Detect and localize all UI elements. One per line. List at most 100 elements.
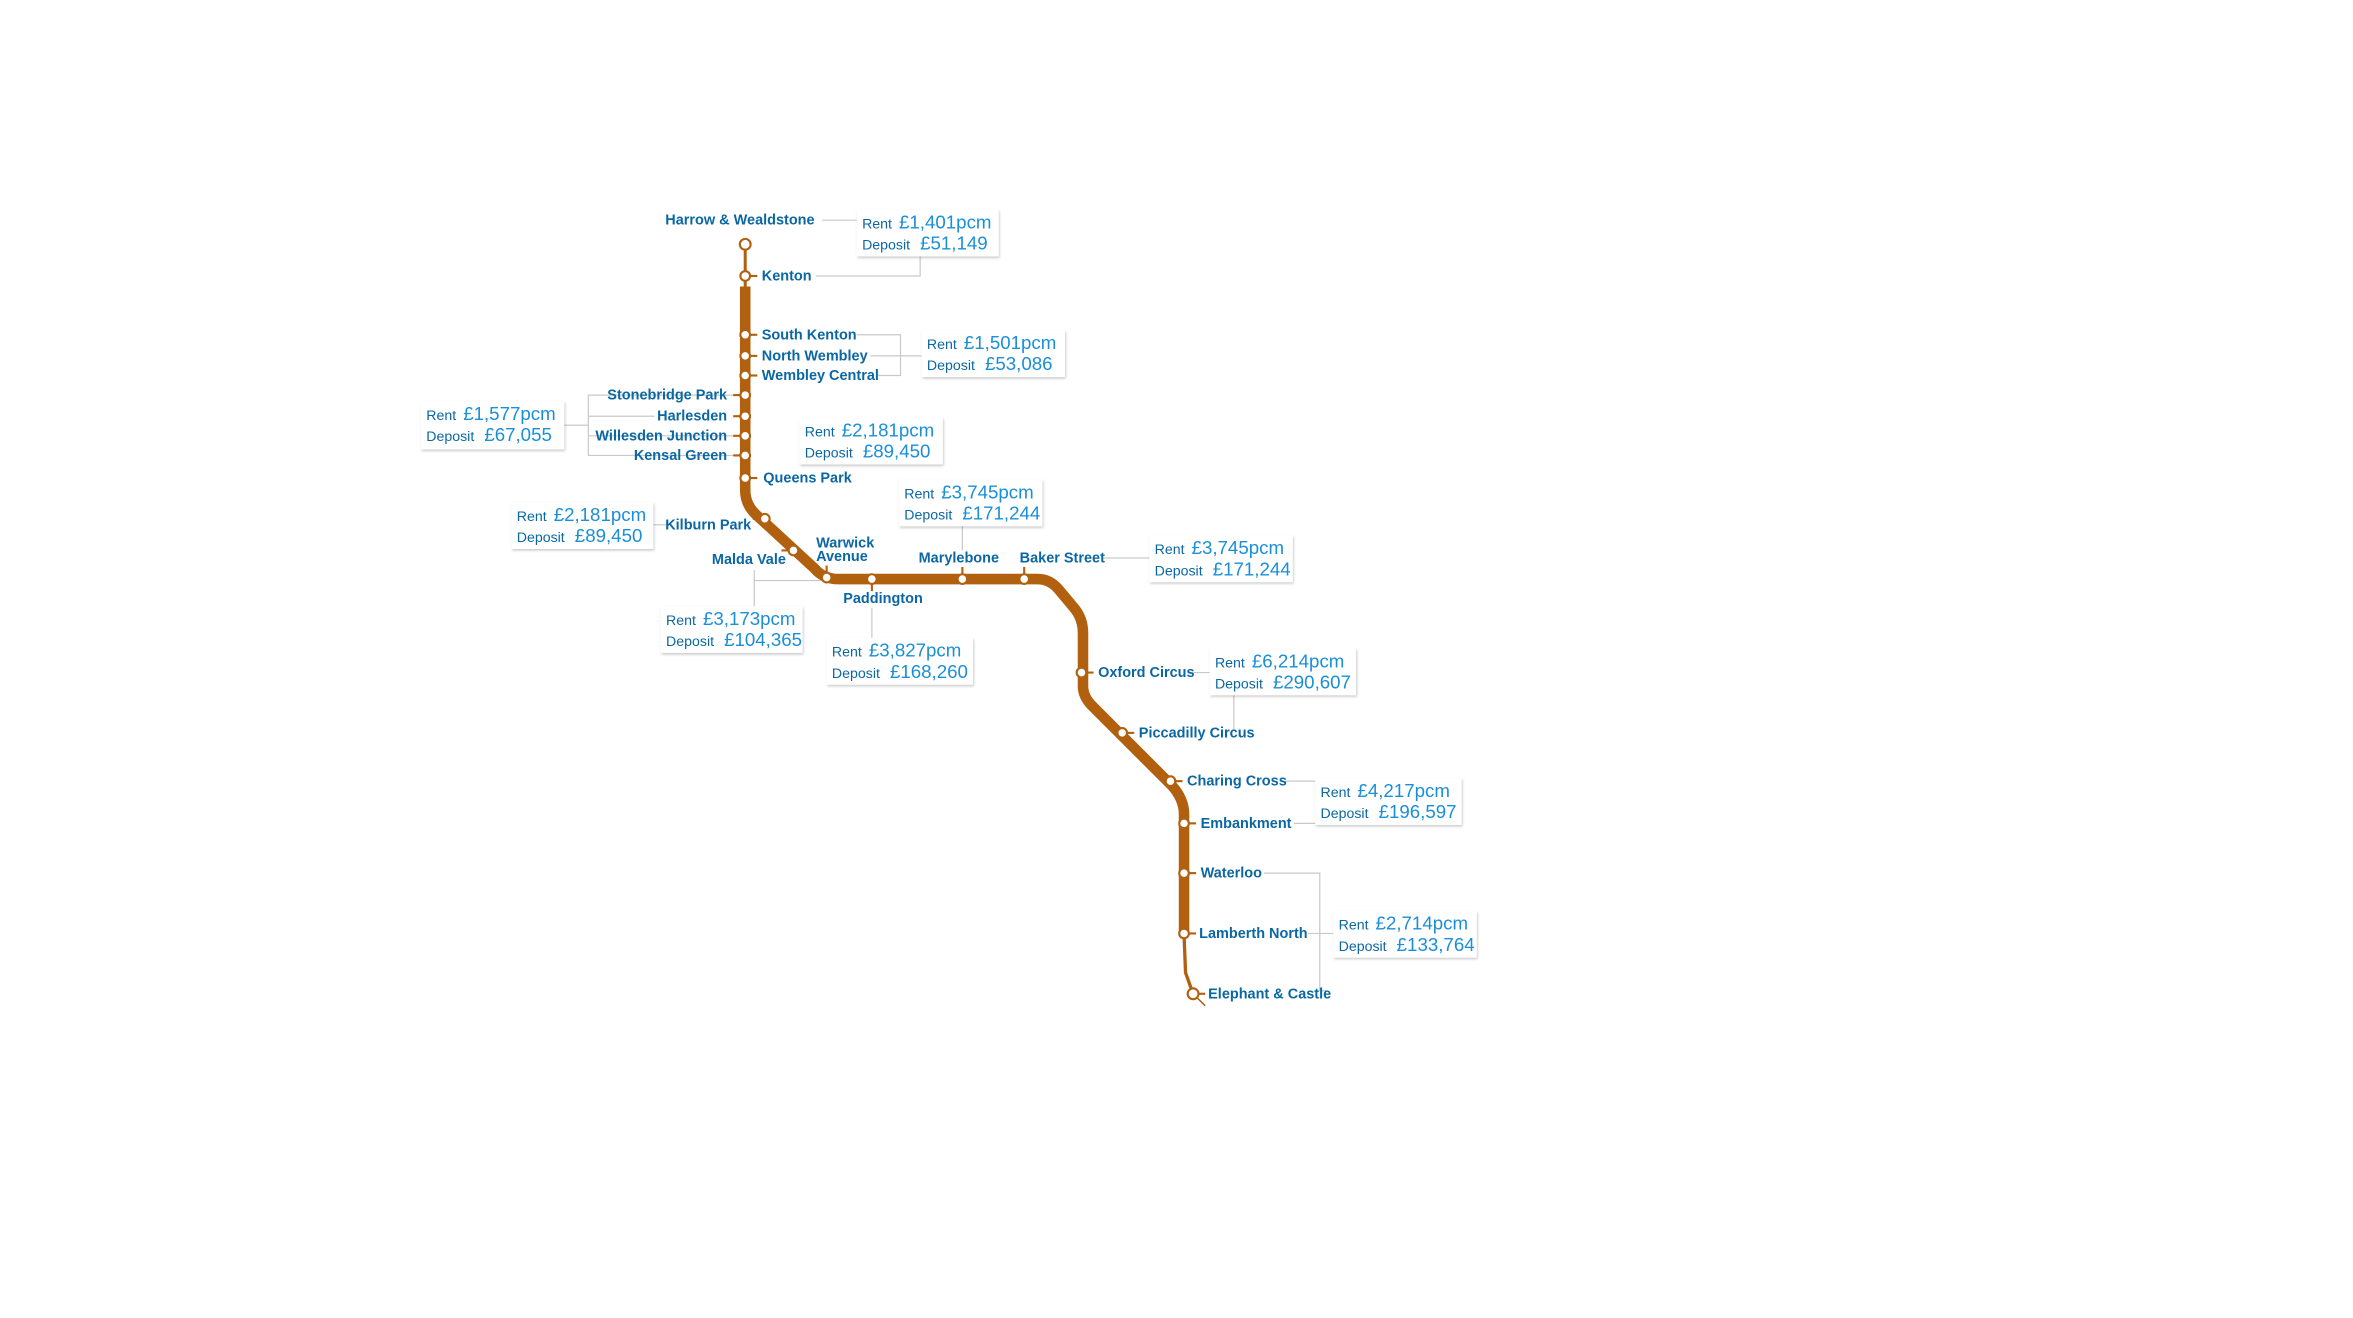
station-label: Marylebone (919, 550, 999, 566)
station-stop-icon (739, 389, 752, 401)
box-background (1315, 778, 1462, 825)
deposit-label: Deposit (426, 429, 474, 445)
deposit-value: £171,244 (962, 503, 1040, 524)
station-kilburn-park: Kilburn Park (665, 512, 771, 533)
station-stop-icon (956, 573, 969, 585)
box-background (856, 209, 999, 257)
deposit-value: £53,086 (985, 353, 1053, 374)
box-background (826, 637, 973, 685)
rent-value: £2,181pcm (554, 504, 646, 525)
rent-label: Rent (904, 486, 934, 502)
deposit-label: Deposit (862, 238, 910, 254)
station-warwick: Warwick (816, 535, 875, 551)
deposit-value: £67,055 (484, 424, 552, 445)
line-segment-bottom (1182, 934, 1195, 995)
connector-lines (564, 219, 1334, 992)
station-willesden-junction: Willesden Junction (595, 428, 752, 444)
rent-value: £3,745pcm (941, 481, 1033, 502)
station-elephant-and-castle: Elephant & Castle (1186, 986, 1331, 1002)
deposit-label: Deposit (1339, 939, 1387, 955)
station-stop-icon (1075, 666, 1088, 679)
station-stop-icon (738, 237, 752, 251)
rent-label: Rent (1339, 918, 1369, 934)
deposit-value: £89,450 (575, 525, 643, 546)
station-charing-cross: Charing Cross (1164, 774, 1287, 790)
station-stop-icon (787, 544, 800, 557)
station-waterloo: Waterloo (1178, 866, 1263, 882)
station-avenue: Avenue (816, 549, 868, 584)
deposit-label: Deposit (805, 446, 853, 462)
station-stonebridge-park: Stonebridge Park (607, 388, 752, 404)
connector-line (816, 256, 921, 277)
deposit-value: £89,450 (863, 441, 931, 462)
station-wembley-central: Wembley Central (739, 368, 879, 384)
rent-value: £2,181pcm (842, 420, 934, 441)
deposit-label: Deposit (1215, 676, 1263, 692)
station-stop-icon (1178, 927, 1190, 940)
rent-value: £4,217pcm (1357, 780, 1449, 801)
station-oxford-circus: Oxford Circus (1075, 665, 1195, 681)
deposit-label: Deposit (666, 634, 714, 650)
station-piccadilly-circus: Piccadilly Circus (1116, 725, 1255, 741)
rent-value: £1,577pcm (463, 403, 555, 424)
station-label: Wembley Central (762, 368, 879, 384)
station-label: Harrow & Wealdstone (665, 213, 814, 229)
rent-value: £1,501pcm (964, 332, 1056, 353)
rent-value: £3,827pcm (869, 640, 961, 661)
deposit-value: £104,365 (724, 629, 802, 650)
station-label: Kensal Green (634, 448, 727, 464)
station-label: Malda Vale (712, 552, 786, 568)
rent-label: Rent (805, 425, 835, 441)
station-stop-icon (739, 429, 752, 442)
rent-label: Rent (426, 408, 456, 424)
station-kenton: Kenton (739, 268, 812, 284)
station-stop-icon (739, 449, 752, 462)
deposit-value: £196,597 (1379, 801, 1457, 822)
station-stop-icon (1164, 775, 1177, 788)
station-stop-icon (739, 472, 752, 484)
station-label: Willesden Junction (595, 428, 727, 444)
deposit-value: £290,607 (1273, 671, 1351, 692)
rent-label: Rent (1321, 785, 1351, 801)
deposit-value: £51,149 (920, 233, 988, 254)
deposit-label: Deposit (904, 508, 952, 524)
station-stop-icon (1178, 817, 1190, 830)
connector-line (856, 334, 902, 377)
rent-value: £2,714pcm (1376, 913, 1468, 934)
station-queens-park: Queens Park (739, 471, 853, 487)
station-stop-icon (739, 410, 752, 423)
station-label: Avenue (816, 549, 868, 565)
station-label: Kenton (762, 268, 812, 284)
rent-label: Rent (1215, 655, 1245, 671)
station-malda-vale: Malda Vale (712, 544, 800, 568)
deposit-label: Deposit (1321, 806, 1369, 822)
rent-label: Rent (832, 645, 862, 661)
station-stop-icon (739, 328, 752, 341)
station-label: Baker Street (1020, 550, 1105, 566)
station-label: Kilburn Park (665, 517, 752, 533)
station-label: Waterloo (1201, 866, 1263, 882)
station-baker-street: Baker Street (1018, 550, 1105, 585)
station-label: Piccadilly Circus (1139, 725, 1255, 741)
deposit-label: Deposit (517, 530, 565, 546)
station-label: Lamberth North (1199, 926, 1308, 942)
deposit-label: Deposit (927, 358, 975, 374)
connector-line (1263, 872, 1328, 992)
station-label: Harlesden (657, 409, 727, 425)
box-background (660, 606, 803, 653)
station-south-kenton: South Kenton (739, 327, 857, 343)
box-background (511, 502, 654, 549)
station-stop-icon (758, 512, 771, 525)
